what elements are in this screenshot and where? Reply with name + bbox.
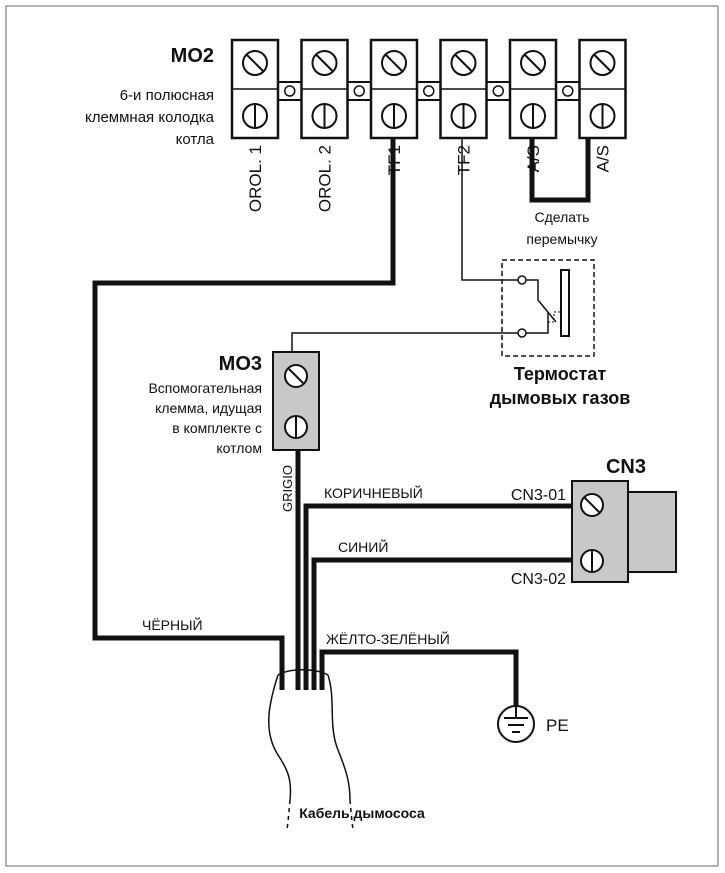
wire-black-label: ЧЁРНЫЙ xyxy=(142,616,203,633)
mo2-terminal-module xyxy=(300,38,349,140)
mo3-title: MO3 xyxy=(219,353,262,375)
mo2-terminal-module xyxy=(508,38,558,140)
mo2-screw-top-slot xyxy=(315,54,334,72)
flue-gas-thermostat xyxy=(501,259,595,357)
wire-brown xyxy=(303,503,572,690)
labels: MO2 6-и полюсная клеммная колодка котла … xyxy=(85,45,646,821)
mo2-screw-top-slot xyxy=(385,54,403,72)
cn3-plug xyxy=(626,491,677,573)
mo2-link-hole xyxy=(353,85,365,97)
cable-right-dash xyxy=(349,799,354,831)
thermostat-dashed-box xyxy=(501,259,595,357)
cable-left-edge xyxy=(268,674,292,801)
mo2-screw-top-slot xyxy=(454,54,473,72)
wire-thermostat-mo3 xyxy=(291,332,522,355)
mo2-terminal-module xyxy=(369,38,419,140)
mo3-desc-line4: котлом xyxy=(216,440,262,456)
mo2-terminal-label: TF2 xyxy=(455,145,474,175)
mo2-link-hole xyxy=(284,85,296,97)
mo3-terminal xyxy=(272,351,320,451)
mo2-terminal-module xyxy=(578,38,627,140)
mo2-link-hole xyxy=(423,85,435,97)
mo2-terminal-label: A/S xyxy=(524,145,543,172)
cable-top-edge xyxy=(277,669,329,676)
mo2-link-hole xyxy=(492,85,504,97)
cable-sheath xyxy=(268,669,354,831)
mo2-title: MO2 xyxy=(171,45,214,67)
mo3-desc-line3: в комплекте с xyxy=(172,420,262,436)
mo3-desc-line1: Вспомогательная xyxy=(148,380,262,396)
cn3-connector xyxy=(571,480,677,583)
jumper-label-line1: Сделать xyxy=(535,209,590,225)
wire-grey-label: GRIGIO xyxy=(280,465,295,512)
thermostat-switch-arm xyxy=(526,279,557,323)
mo3-screw-top-slot xyxy=(287,367,305,385)
mo2-desc-line3: котла xyxy=(176,131,215,148)
jumper-label-line2: перемычку xyxy=(526,231,597,247)
mo2-link-hole xyxy=(562,85,574,97)
thermostat-contact-top xyxy=(517,275,527,285)
mo2-screw-top-slot xyxy=(246,54,264,72)
mo2-desc-line2: клеммная колодка xyxy=(85,109,215,126)
thermostat-title-line2: дымовых газов xyxy=(490,388,631,408)
mo2-terminal-module xyxy=(439,38,488,140)
mo2-terminal-block xyxy=(230,38,627,140)
wire-yellow-green xyxy=(319,649,519,706)
cable-label: Кабель дымососа xyxy=(299,805,425,821)
mo2-terminal-label: A/S xyxy=(594,145,613,172)
wire-blue-label: СИНИЙ xyxy=(338,538,388,555)
thermostat-bimetal xyxy=(560,269,570,337)
mo2-desc-line1: 6-и полюсная xyxy=(120,87,214,104)
wire-blue xyxy=(311,557,572,690)
wire-yellow-green-label: ЖЁЛТО-ЗЕЛЁНЫЙ xyxy=(326,630,450,647)
mo2-terminal-label: TF1 xyxy=(385,145,404,175)
ground-label: PE xyxy=(546,716,569,735)
mo2-terminal-label: OROL. 1 xyxy=(246,145,265,212)
wires xyxy=(92,138,591,706)
mo2-screw-top-slot xyxy=(524,54,542,72)
wire-black xyxy=(92,138,396,690)
mo2-screw-top-slot xyxy=(593,54,612,72)
frame-border xyxy=(5,5,719,867)
cn3-title: CN3 xyxy=(606,456,646,478)
cn3-pin1-label: CN3-01 xyxy=(511,487,566,504)
mo2-terminal-module xyxy=(230,38,280,140)
mo3-desc-line2: клемма, идущая xyxy=(155,400,262,416)
thermostat-title-line1: Термостат xyxy=(514,364,607,384)
mo2-terminal-label: OROL. 2 xyxy=(316,145,335,212)
cn3-screw-top-slot xyxy=(583,496,601,514)
wire-brown-label: КОРИЧНЕВЫЙ xyxy=(324,484,423,501)
ground-symbol-icon xyxy=(497,705,535,743)
wire-jumper xyxy=(529,138,591,203)
cn3-pin2-label: CN3-02 xyxy=(511,571,566,588)
cable-right-edge xyxy=(327,674,351,801)
cable-left-dash xyxy=(286,799,291,831)
thermostat-contact-bottom xyxy=(517,328,527,338)
thermostat-switch-base xyxy=(526,312,549,334)
